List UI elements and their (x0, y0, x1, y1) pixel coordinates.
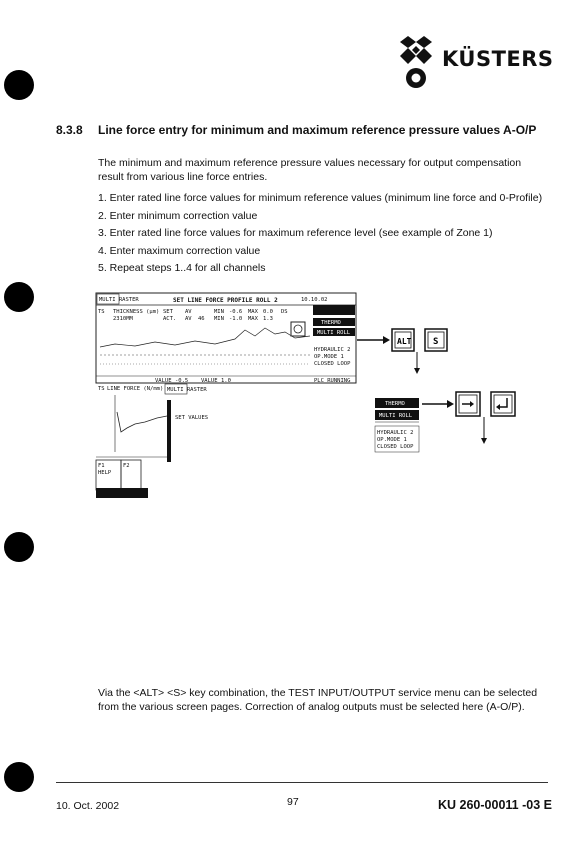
thermo-indicator-2 (375, 398, 419, 408)
closed-loop-text-2: CLOSED LOOP (377, 444, 414, 450)
alt-key (391, 328, 415, 352)
document-code: KU 260-00011 -03 E (438, 798, 552, 812)
act-label: ACT. (163, 316, 176, 322)
line-force-curve (116, 411, 168, 433)
line-force-label: LINE FORCE (N/mm) (107, 386, 163, 392)
thermo-indicator (313, 318, 355, 326)
section-title: Line force entry for minimum and maximum… (98, 123, 537, 137)
op-mode-text: OP.MODE 1 (314, 354, 344, 360)
list-item: 2. Enter minimum correction value (98, 209, 258, 222)
multiraster-logo-small-2 (164, 383, 188, 395)
kusters-emblem-icon (400, 36, 432, 88)
punch-hole-4 (4, 762, 34, 792)
list-item: 3. Enter rated line force values for max… (98, 227, 493, 239)
section-number: 8.3.8 (56, 123, 83, 137)
ts-label-2: TS (98, 386, 105, 392)
hydraulic-text-2: HYDRAULIC 2 (377, 430, 413, 436)
min-label-2: MIN (214, 316, 224, 322)
av-value: 46 (198, 316, 205, 322)
closed-loop-text: CLOSED LOOP (314, 361, 351, 367)
plc-running-text: PLC RUNNING (314, 378, 350, 384)
enter-key (490, 391, 516, 417)
logo-small-text: MULTI RASTER (99, 297, 139, 303)
av-label-2: AV (185, 316, 192, 322)
set-label: SET (163, 309, 174, 315)
multi-roll-text: MULTI ROLL (317, 330, 351, 336)
profile-curve (99, 327, 311, 348)
value-label: VALUE (155, 378, 172, 384)
footer-date: 10. Oct. 2002 (56, 800, 120, 812)
max-label: MAX (248, 309, 259, 315)
main-screen-frame (95, 292, 357, 384)
ts-label: TS (98, 309, 105, 315)
enter-icon (498, 398, 508, 408)
multi-roll-text-2: MULTI ROLL (379, 413, 413, 419)
ds-label: DS (281, 309, 288, 315)
multi-roll-indicator (313, 328, 355, 336)
punch-hole-3 (4, 532, 34, 562)
f1-label: F1 (98, 463, 105, 469)
av-label: AV (185, 309, 192, 315)
thickness-label: THICKNESS (µm) (113, 309, 159, 315)
max-label-2: MAX (248, 316, 259, 322)
list-item: 1. Enter rated line force values for min… (98, 192, 543, 204)
thermo-text-2: THERMO (385, 401, 405, 407)
help-label: HELP (98, 470, 112, 476)
steps-list: 1. Enter rated line force values for min… (98, 192, 542, 280)
list-item: 4. Enter maximum correction value (98, 244, 261, 257)
multiraster-logo-small (96, 293, 120, 305)
min-label: MIN (214, 309, 224, 315)
value-1: -0.5 (175, 378, 188, 384)
screen-date: 10.10.02 (301, 297, 328, 303)
multi-roll-indicator-2 (375, 410, 419, 420)
act-min-value: -1.0 (229, 316, 242, 322)
intro-paragraph: The minimum and maximum reference pressu… (98, 157, 522, 183)
hydraulic-text: HYDRAULIC 2 (314, 347, 350, 353)
act-max-value: 1.3 (263, 316, 273, 322)
s-key (424, 328, 448, 352)
value-label-2: VALUE (201, 378, 218, 384)
punch-hole-1 (4, 70, 34, 100)
thermo-text: THERMO (321, 320, 341, 326)
list-item: 5. Repeat steps 1..4 for all channels (98, 262, 266, 274)
thickness-value: 2310MM (113, 316, 134, 322)
screen-title: SET LINE FORCE PROFILE ROLL 2 (173, 297, 278, 304)
page-number: 97 (287, 796, 299, 808)
footer-divider (56, 782, 548, 783)
closing-paragraph: Via the <ALT> <S> key combination, the T… (98, 687, 538, 713)
punch-hole-2 (4, 282, 34, 312)
set-max-value: 0.0 (263, 309, 273, 315)
rotate-icon (290, 321, 306, 337)
f2-label: F2 (123, 463, 130, 469)
logo-small-text-2: MULTI RASTER (167, 387, 207, 393)
set-values-label: SET VALUES (175, 415, 208, 421)
brand-name: KÜSTERS (442, 47, 554, 71)
alt-key-label: ALT (397, 337, 412, 346)
kusters-logo: KÜSTERS (392, 34, 554, 94)
op-mode-text-2: OP.MODE 1 (377, 437, 407, 443)
set-min-value: -0.6 (229, 309, 242, 315)
value-2: 1.0 (221, 378, 231, 384)
s-key-label: S (433, 337, 438, 347)
screen-figure: MULTI RASTER SET LINE FORCE PROFILE ROLL… (95, 292, 516, 498)
